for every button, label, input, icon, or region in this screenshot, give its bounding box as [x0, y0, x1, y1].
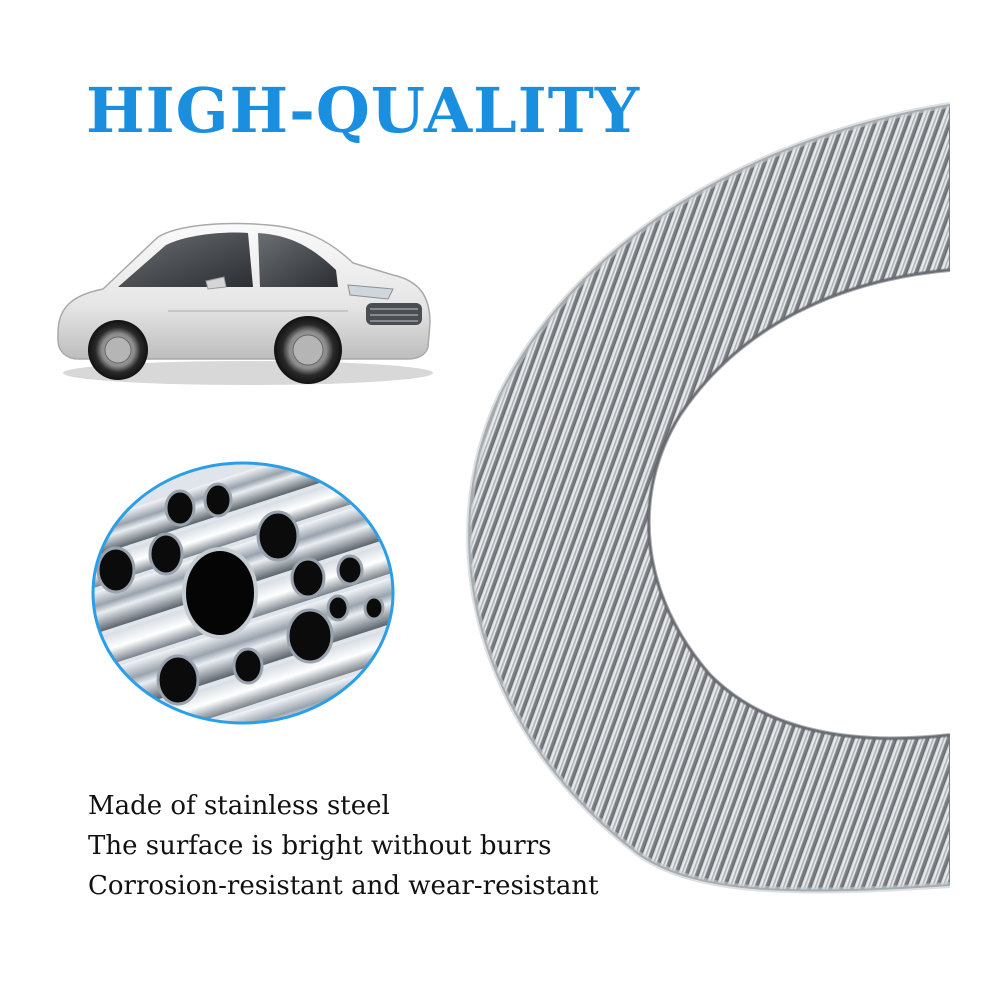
car-photo — [57, 222, 433, 385]
headline-high-quality: HIGH-QUALITY — [86, 74, 641, 147]
hose-photo — [466, 102, 950, 894]
feature-item: The surface is bright without burrs — [88, 831, 552, 861]
tubes-photo — [91, 461, 395, 725]
feature-item: Made of stainless steel — [88, 791, 390, 821]
feature-item: Corrosion-resistant and wear-resistant — [88, 871, 599, 901]
feature-list: Made of stainless steel The surface is b… — [88, 786, 599, 906]
